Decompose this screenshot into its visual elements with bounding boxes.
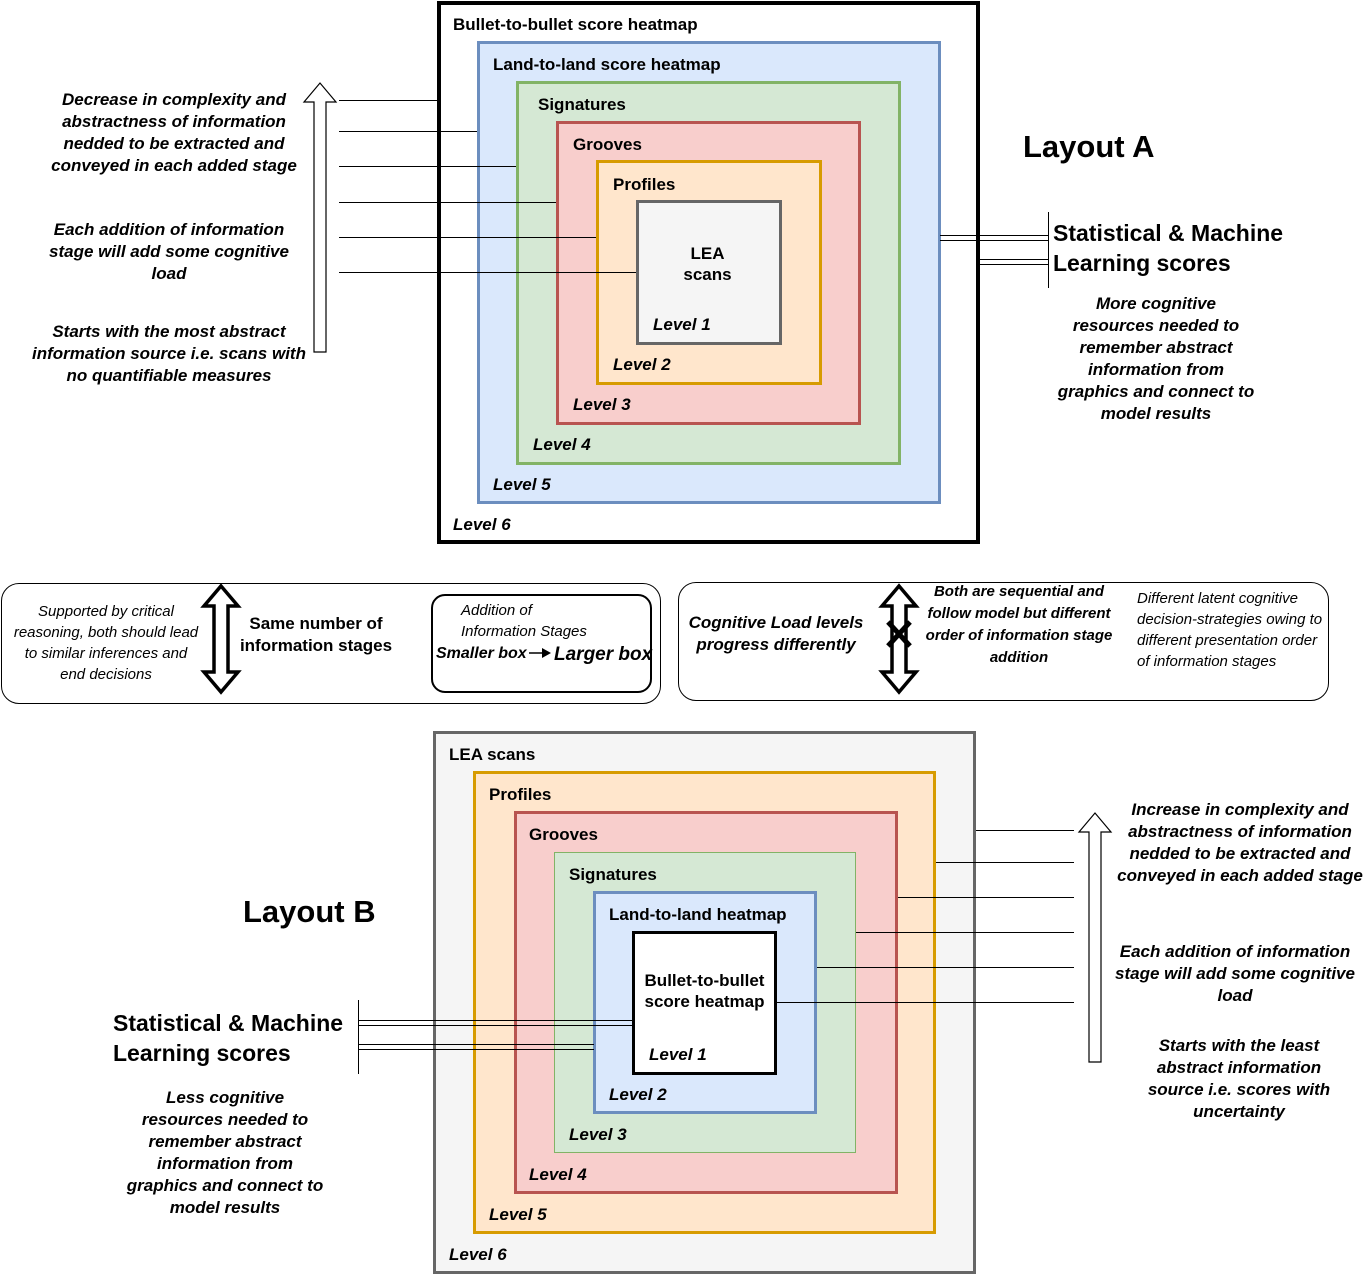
layout-a-title: Layout A [1023,129,1155,164]
same-stages-note: Same number of information stages [239,614,393,655]
addition-box [431,594,652,693]
layout-b-level1-tag: Level 1 [649,1045,707,1064]
layout-a-note-more-resources: More cognitive resources needed to remem… [1057,294,1255,423]
layout-a-scores-connector [980,259,1048,260]
layout-b-scores-connector [358,1044,594,1045]
cognitive-progress-note: Cognitive Load levels progress different… [688,613,864,654]
layout-b-title: Layout B [243,894,376,929]
layout-a-connector [339,237,596,238]
layout-a-connector [339,131,477,132]
layout-b-connector [936,862,1074,863]
layout-b-scores-connector [358,1049,594,1050]
layout-b-up-arrow-icon [1077,812,1113,1063]
layout-b-connector [856,932,1074,933]
layout-b-level2-tag: Level 2 [609,1085,667,1104]
layout-b-level3-tag: Level 3 [569,1125,627,1144]
reasoning-note: Supported by critical reasoning, both sh… [13,603,199,683]
layout-b-level2-label: Land-to-land heatmap [609,905,787,924]
sequential-note: Both are sequential and follow model but… [925,583,1113,666]
layout-b-connector [976,830,1074,831]
larger-box-label: Larger box [554,644,653,665]
layout-a-level2-tag: Level 2 [613,355,671,374]
layout-a-level1-tag: Level 1 [653,315,711,334]
layout-a-note-cognitive-load: Each addition of information stage will … [49,220,289,283]
layout-b-level1-box [632,931,777,1075]
layout-a-level5-tag: Level 5 [493,475,551,494]
layout-a-level5-label: Land-to-land score heatmap [493,55,721,74]
layout-a-note-complexity: Decrease in complexity and abstractness … [51,90,297,175]
layout-a-up-arrow-icon [302,82,338,353]
layout-b-note-complexity: Increase in complexity and abstractness … [1117,800,1363,885]
layout-b-scores-label: Statistical & Machine Learning scores [113,1010,344,1066]
layout-b-level6-label: LEA scans [449,745,536,764]
layout-b-note-least-abstract: Starts with the least abstract informati… [1147,1036,1331,1121]
right-arrow-icon [529,648,551,658]
layout-a-level4-label: Signatures [538,95,626,114]
addition-title: Addition of Information Stages [461,602,587,640]
layout-b-scores-bracket [358,1000,359,1074]
layout-b-note-cognitive-load: Each addition of information stage will … [1115,942,1355,1005]
layout-a-level2-label: Profiles [613,175,676,194]
layout-a-scores-label: Statistical & Machine Learning scores [1053,220,1284,276]
layout-a-level1-box [636,200,782,345]
layout-a-connector [339,100,437,101]
layout-b-level4-label: Grooves [529,825,598,844]
layout-b-connector [777,1002,1074,1003]
layout-a-connector [339,166,516,167]
layout-a-note-abstract-source: Starts with the most abstract informatio… [32,322,306,385]
layout-a-level3-tag: Level 3 [573,395,631,414]
layout-b-scores-connector [358,1025,633,1026]
smaller-box-label: Smaller box [436,645,527,662]
layout-a-scores-connector [940,235,1048,236]
layout-b-level4-tag: Level 4 [529,1165,587,1184]
layout-a-scores-connector [980,264,1048,265]
layout-b-level3-label: Signatures [569,865,657,884]
layout-a-scores-bracket [1048,212,1049,288]
latent-strategies-note: Different latent cognitive decision-stra… [1137,590,1323,670]
comparison-panel-right [678,582,1329,701]
layout-b-level5-tag: Level 5 [489,1205,547,1224]
layout-a-level4-tag: Level 4 [533,435,591,454]
layout-a-level6-label: Bullet-to-bullet score heatmap [453,15,698,34]
layout-b-note-less-resources: Less cognitive resources needed to remem… [126,1088,324,1217]
layout-b-level1-label: Bullet-to-bullet score heatmap [644,971,765,1011]
layout-a-connector [339,202,556,203]
layout-b-connector [898,897,1074,898]
layout-b-scores-connector [358,1020,633,1021]
layout-b-connector [817,967,1074,968]
layout-a-scores-connector [940,240,1048,241]
crossed-double-arrow-icon [878,583,920,695]
layout-a-level6-tag: Level 6 [453,515,511,534]
layout-a-level1-label: LEA scans [683,244,732,284]
double-arrow-icon [200,583,242,695]
layout-b-level5-label: Profiles [489,785,552,804]
layout-b-level6-tag: Level 6 [449,1245,507,1264]
layout-a-connector [339,272,636,273]
layout-a-level3-label: Grooves [573,135,642,154]
